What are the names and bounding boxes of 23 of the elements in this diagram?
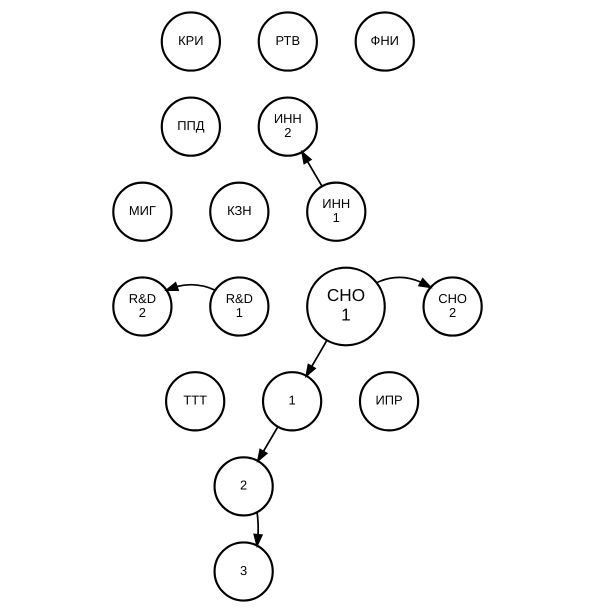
node-circle: ФНИ <box>354 11 414 72</box>
node-circle: МИГ <box>112 182 172 242</box>
node-circle: СНО 1 <box>306 266 386 346</box>
arrow <box>300 150 322 187</box>
arrow <box>256 426 278 464</box>
node-circle: ТТТ <box>164 371 225 432</box>
arrow <box>252 512 263 548</box>
arrow <box>304 340 328 378</box>
node-circle: ИПР <box>358 371 419 432</box>
node-circle: 2 <box>212 456 274 517</box>
node-circle: КРИ <box>160 11 221 72</box>
node-circle: ИНН 2 <box>257 96 318 157</box>
node-circle: ИНН 1 <box>306 182 366 242</box>
node-circle: R&D 1 <box>208 276 269 337</box>
node-circle: ППД <box>160 96 221 157</box>
node-circle: СНО 2 <box>422 276 482 337</box>
node-circle: R&D 2 <box>112 276 172 337</box>
arrow <box>164 282 216 292</box>
arrow <box>376 276 432 289</box>
node-circle: КЗН <box>208 182 269 242</box>
node-circle: 1 <box>261 371 322 432</box>
node-circle: 3 <box>212 541 274 602</box>
node-circle: РТВ <box>257 11 318 72</box>
